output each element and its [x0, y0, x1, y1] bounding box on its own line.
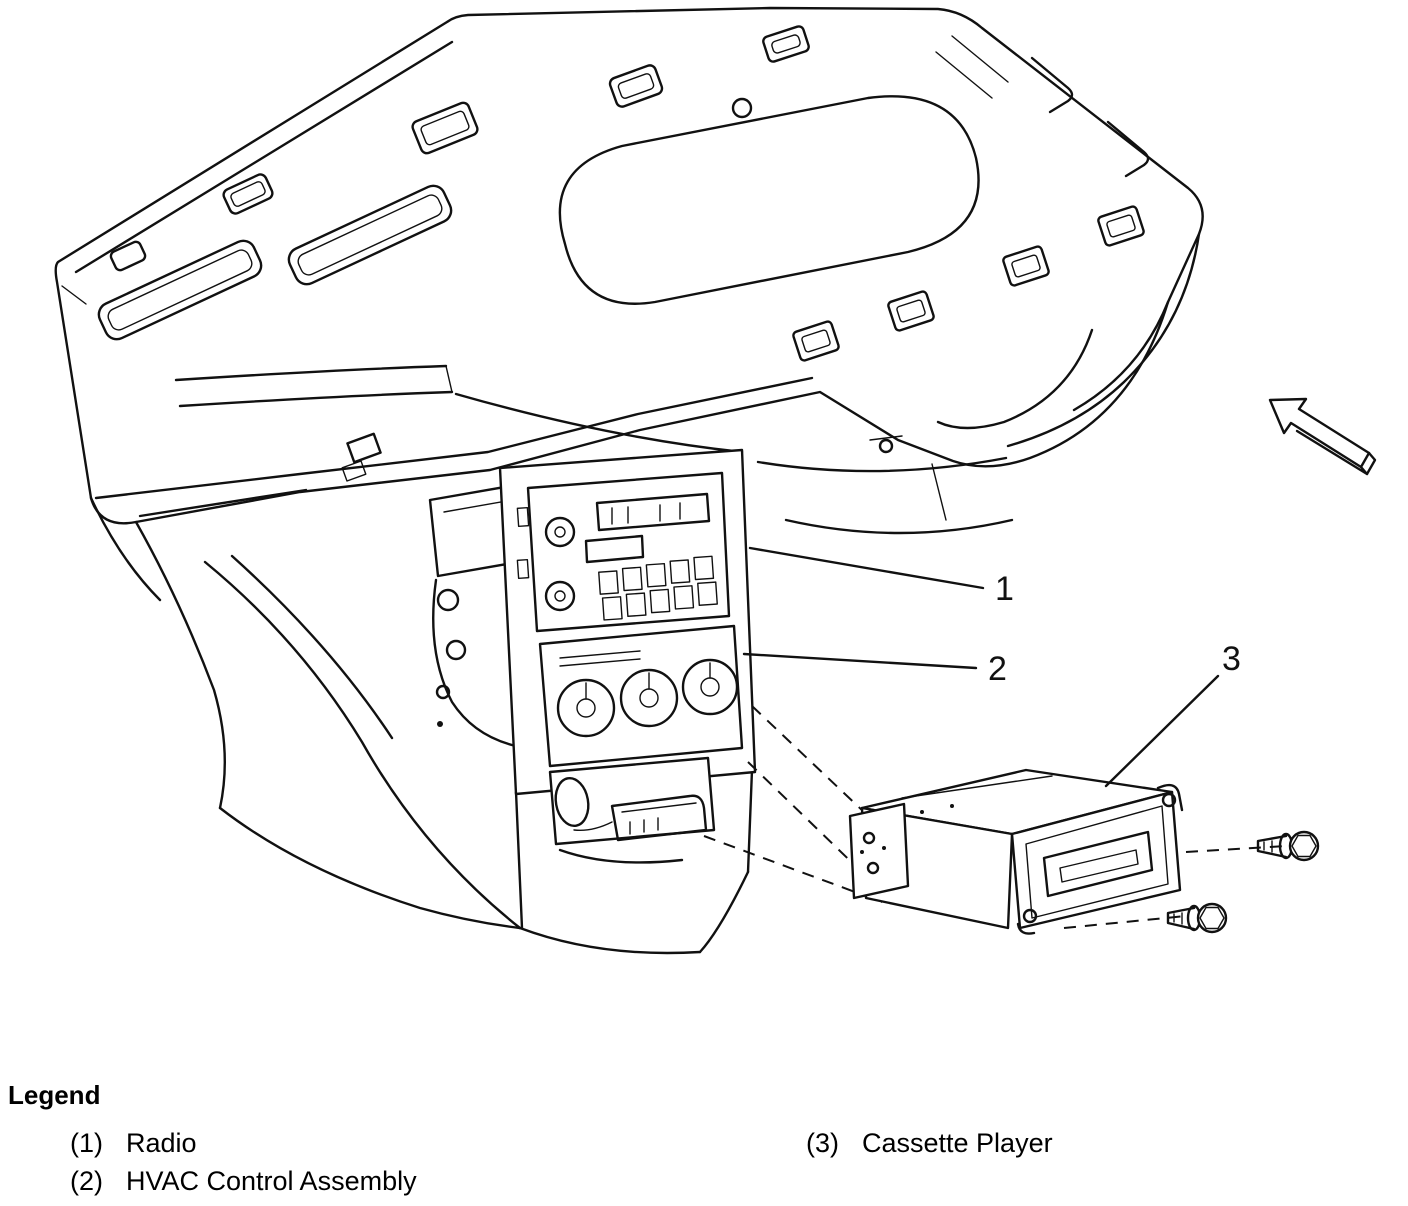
- fastener-hole: [878, 438, 894, 454]
- cassette-player: [848, 768, 1184, 935]
- install-path-dashed-lines: [703, 705, 1287, 929]
- switch-opening: [1097, 205, 1145, 247]
- lower-pocket: [548, 756, 716, 864]
- legend-item-radio: (1) Radio: [70, 1128, 197, 1159]
- screw-2: [1166, 902, 1228, 934]
- vent-slot: [222, 173, 274, 215]
- legend-item-hvac: (2) HVAC Control Assembly: [70, 1166, 417, 1197]
- callout-2-leader: [742, 652, 978, 670]
- bracket-hole: [866, 861, 880, 875]
- legend-item-number: (2): [70, 1166, 103, 1196]
- speaker-grille-outline: [558, 95, 980, 305]
- mounting-ear-hole: [1022, 908, 1038, 924]
- dashboard-face: [89, 435, 1014, 955]
- callout-1-number: 1: [995, 570, 1014, 608]
- vent-slot: [608, 64, 664, 108]
- callout-3-leader: [1104, 674, 1220, 788]
- side-bracket: [848, 802, 910, 900]
- legend-item-number: (3): [806, 1128, 839, 1158]
- radio-knob: [544, 580, 576, 612]
- mounting-screws: [1166, 830, 1320, 934]
- legend-item-label: HVAC Control Assembly: [126, 1166, 417, 1196]
- bracket-tab: [346, 432, 382, 464]
- legend-item-number: (1): [70, 1128, 103, 1158]
- radio-button-grid: [598, 555, 718, 621]
- column-hole: [436, 588, 460, 612]
- sensor-hole: [731, 97, 753, 119]
- column-hole: [445, 639, 467, 661]
- radio-display: [595, 492, 711, 532]
- legend-item-cassette: (3) Cassette Player: [806, 1128, 1053, 1159]
- radio-preset-button: [584, 534, 645, 564]
- dashboard-top-panel: [54, 6, 1204, 525]
- radio-knob: [544, 516, 576, 548]
- hvac-knob: [681, 658, 739, 716]
- wiring-connector: [610, 794, 708, 842]
- pocket-opening: [554, 777, 590, 827]
- cassette-slot: [1042, 830, 1154, 898]
- hvac-control-assembly: [538, 624, 744, 768]
- vent-slot: [287, 184, 453, 286]
- callout-3-number: 3: [1222, 640, 1241, 678]
- legend-item-label: Radio: [126, 1128, 197, 1158]
- legend-item-label: Cassette Player: [862, 1128, 1053, 1158]
- hvac-knob: [619, 668, 679, 728]
- legend-title: Legend: [8, 1080, 101, 1110]
- column-hole: [435, 684, 451, 700]
- vent-slot: [109, 240, 147, 272]
- screw-1: [1256, 830, 1320, 862]
- parts-diagram: 1 2 3: [54, 6, 1377, 955]
- switch-opening: [1002, 245, 1050, 287]
- radio-unit: [516, 471, 731, 633]
- vent-slot: [762, 25, 810, 63]
- callout-2-number: 2: [988, 650, 1007, 688]
- mounting-ear-hole: [1161, 792, 1177, 808]
- hvac-knob: [556, 678, 616, 738]
- vent-slot: [411, 101, 479, 155]
- bracket-hole: [862, 831, 876, 845]
- callouts: 1 2 3: [742, 546, 1241, 788]
- switch-opening: [887, 290, 935, 332]
- center-stack: [498, 448, 757, 864]
- callout-1-leader: [748, 546, 985, 590]
- defroster-vents: [97, 25, 1145, 362]
- vent-slot: [97, 239, 263, 341]
- switch-opening: [792, 320, 840, 362]
- direction-arrow-icon: [1268, 397, 1377, 476]
